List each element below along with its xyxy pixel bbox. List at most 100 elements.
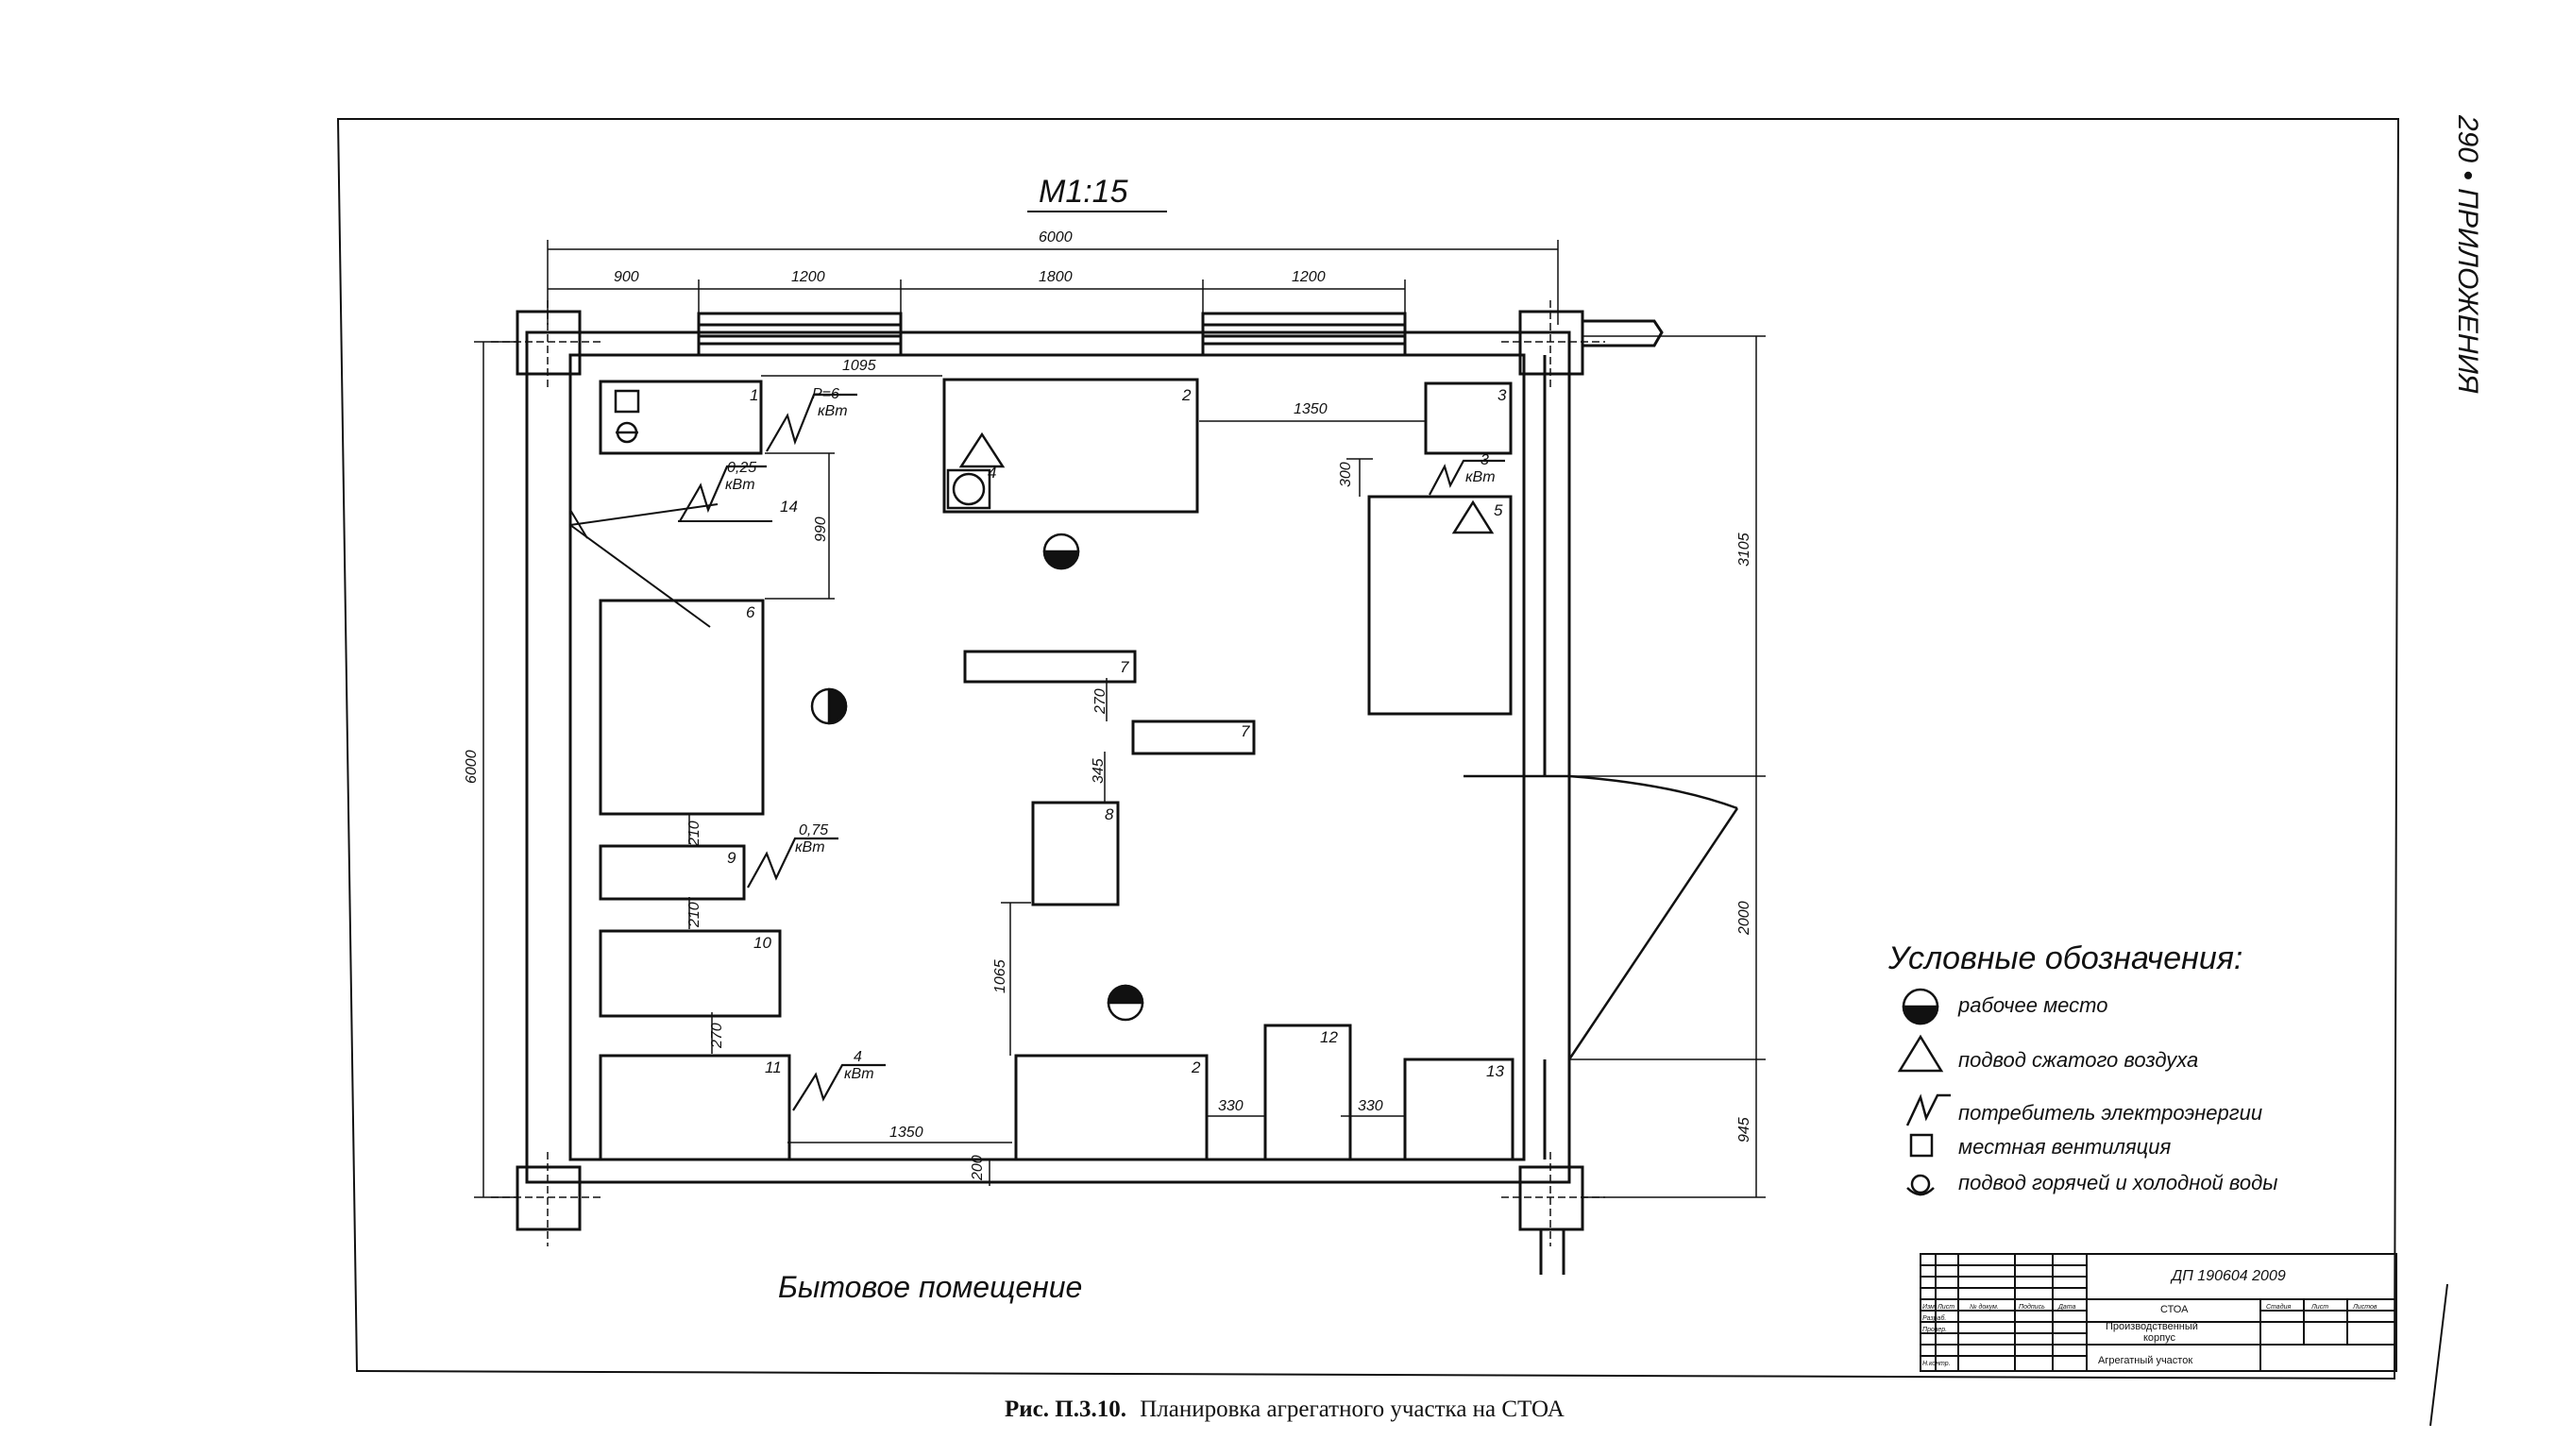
dim-right-945: 945 (1736, 1117, 1752, 1143)
legend-item-ventilation: местная вентиляция (1958, 1135, 2171, 1159)
legend: Условные обозначения: рабочее место подв… (1887, 940, 2278, 1196)
dim-overall-width: 6000 (1039, 229, 1073, 245)
title-block-col-doc: № докум. (1970, 1303, 1999, 1311)
num-2-top: 2 (1181, 386, 1192, 404)
workplace-icon (1107, 984, 1144, 1022)
power-9-unit: кВт (795, 839, 825, 855)
power-9-value: 0,75 (799, 822, 828, 838)
title-block-building-1: Производственный (2106, 1321, 2198, 1332)
num-12: 12 (1320, 1028, 1338, 1046)
power-3-value: 3 (1481, 452, 1489, 468)
equipment-5 (1367, 495, 1513, 716)
title-block-col-list: Лист (1937, 1304, 1954, 1311)
num-6: 6 (746, 603, 755, 621)
equipment (599, 378, 1514, 1161)
dim-top-900: 900 (614, 269, 639, 285)
dim-1095: 1095 (842, 358, 876, 374)
dim-300: 300 (1338, 462, 1354, 487)
water-supply-icon (1906, 1174, 1935, 1196)
num-1: 1 (750, 386, 758, 404)
workplace-markers (810, 533, 1144, 1022)
num-14: 14 (780, 498, 798, 516)
compressed-air-icon (1451, 499, 1495, 534)
equipment-1 (599, 380, 763, 455)
num-5: 5 (1494, 501, 1503, 519)
page-header: 290 • ПРИЛОЖЕНИЯ (2452, 114, 2483, 394)
dim-345: 345 (1091, 758, 1107, 784)
equipment-2-bottom (1014, 1054, 1209, 1161)
legend-item-electric: потребитель электроэнергии (1958, 1101, 2262, 1125)
electric-consumer-icon (766, 393, 857, 452)
equipment-3 (1424, 381, 1513, 455)
dim-330-b: 330 (1358, 1098, 1383, 1114)
compressed-air-icon (1897, 1034, 1944, 1073)
dimension-labels: 6000 900 1200 1800 1200 6000 3105 2000 9… (464, 229, 1752, 1143)
axis-marks (491, 300, 1605, 1246)
title-block-row-nkontr: Н.контр. (1922, 1361, 1951, 1367)
interior-dimensions (688, 375, 1426, 1186)
compressed-air-icon (958, 432, 1006, 468)
power-14-value: 0,25 (727, 460, 756, 476)
title-block-building-2: корпус (2143, 1332, 2176, 1344)
figure-caption-text: Планировка агрегатного участка на СТОА (1140, 1397, 1565, 1422)
num-11: 11 (765, 1058, 782, 1076)
dim-990: 990 (813, 516, 829, 542)
scale-label: M1:15 (1039, 174, 1128, 210)
dim-1350-top: 1350 (1294, 401, 1328, 417)
num-7a: 7 (1120, 658, 1129, 676)
dim-330-a: 330 (1218, 1098, 1244, 1114)
equipment-9 (599, 844, 746, 901)
dim-top-1200b: 1200 (1292, 269, 1326, 285)
title-block-text: ДП 190604 2009 СТОА Производственный кор… (1922, 1268, 2377, 1367)
walls (516, 310, 1664, 1275)
interior-dimension-labels: 1095 1350 300 990 270 345 210 210 270 10… (686, 358, 1383, 1181)
page-edge-line (2429, 1283, 2448, 1427)
figure-caption: Рис. П.3.10. Планировка агрегатного учас… (1005, 1397, 1565, 1422)
num-4: 4 (988, 464, 996, 482)
title-block-col-stadia: Стадия (2266, 1303, 2291, 1311)
sheet-frame (336, 118, 2400, 1380)
num-7b: 7 (1241, 722, 1250, 740)
equipment-7a (963, 650, 1137, 684)
equipment-6 (599, 599, 765, 816)
electric-consumer-icon (679, 465, 767, 522)
workplace-icon (810, 687, 848, 725)
workplace-icon (1902, 988, 1939, 1025)
num-8: 8 (1105, 805, 1114, 823)
equipment-14-line (569, 503, 772, 628)
power-11-value: 4 (854, 1049, 862, 1065)
dim-top-1200a: 1200 (791, 269, 825, 285)
title-block-col-date: Дата (2057, 1304, 2076, 1311)
equipment-2-top (942, 378, 1199, 514)
entrance-door (1464, 774, 1739, 1060)
electric-consumer-icon (1429, 459, 1505, 496)
num-9: 9 (727, 849, 736, 867)
dim-210-b: 210 (686, 902, 702, 928)
equipment-numbers: 1 2 3 4 5 6 7 7 8 9 10 11 2 12 13 14 (727, 386, 1507, 1080)
dimension-lines (474, 240, 1766, 1198)
room-label: Бытовое помещение (778, 1270, 1082, 1304)
power-3-unit: кВт (1465, 469, 1496, 485)
power-consumers (679, 393, 1505, 1111)
electric-consumer-icon (1905, 1093, 1951, 1126)
dim-1350-bottom: 1350 (889, 1125, 923, 1141)
num-13: 13 (1486, 1062, 1504, 1080)
equipment-13 (1403, 1058, 1514, 1161)
water-supply-icon (952, 472, 986, 506)
dim-200: 200 (970, 1155, 986, 1181)
legend-item-workplace: рабочее место (1957, 993, 2107, 1017)
ventilation-icon (1909, 1133, 1934, 1158)
power-14-unit: кВт (725, 477, 755, 493)
title-block-col-sheet: Лист (2310, 1304, 2328, 1311)
dim-270-b: 270 (709, 1023, 725, 1049)
equipment-12 (1263, 1024, 1352, 1161)
title-block (1920, 1253, 2397, 1372)
dim-210-a: 210 (686, 821, 702, 847)
dim-overall-height: 6000 (464, 750, 480, 784)
title-block-row-prov: Провер. (1922, 1327, 1947, 1333)
ventilation-icon (614, 389, 640, 414)
power-11-unit: кВт (844, 1066, 874, 1082)
equipment-7b (1131, 720, 1256, 755)
title-block-col-sheets: Листов (2352, 1304, 2377, 1311)
